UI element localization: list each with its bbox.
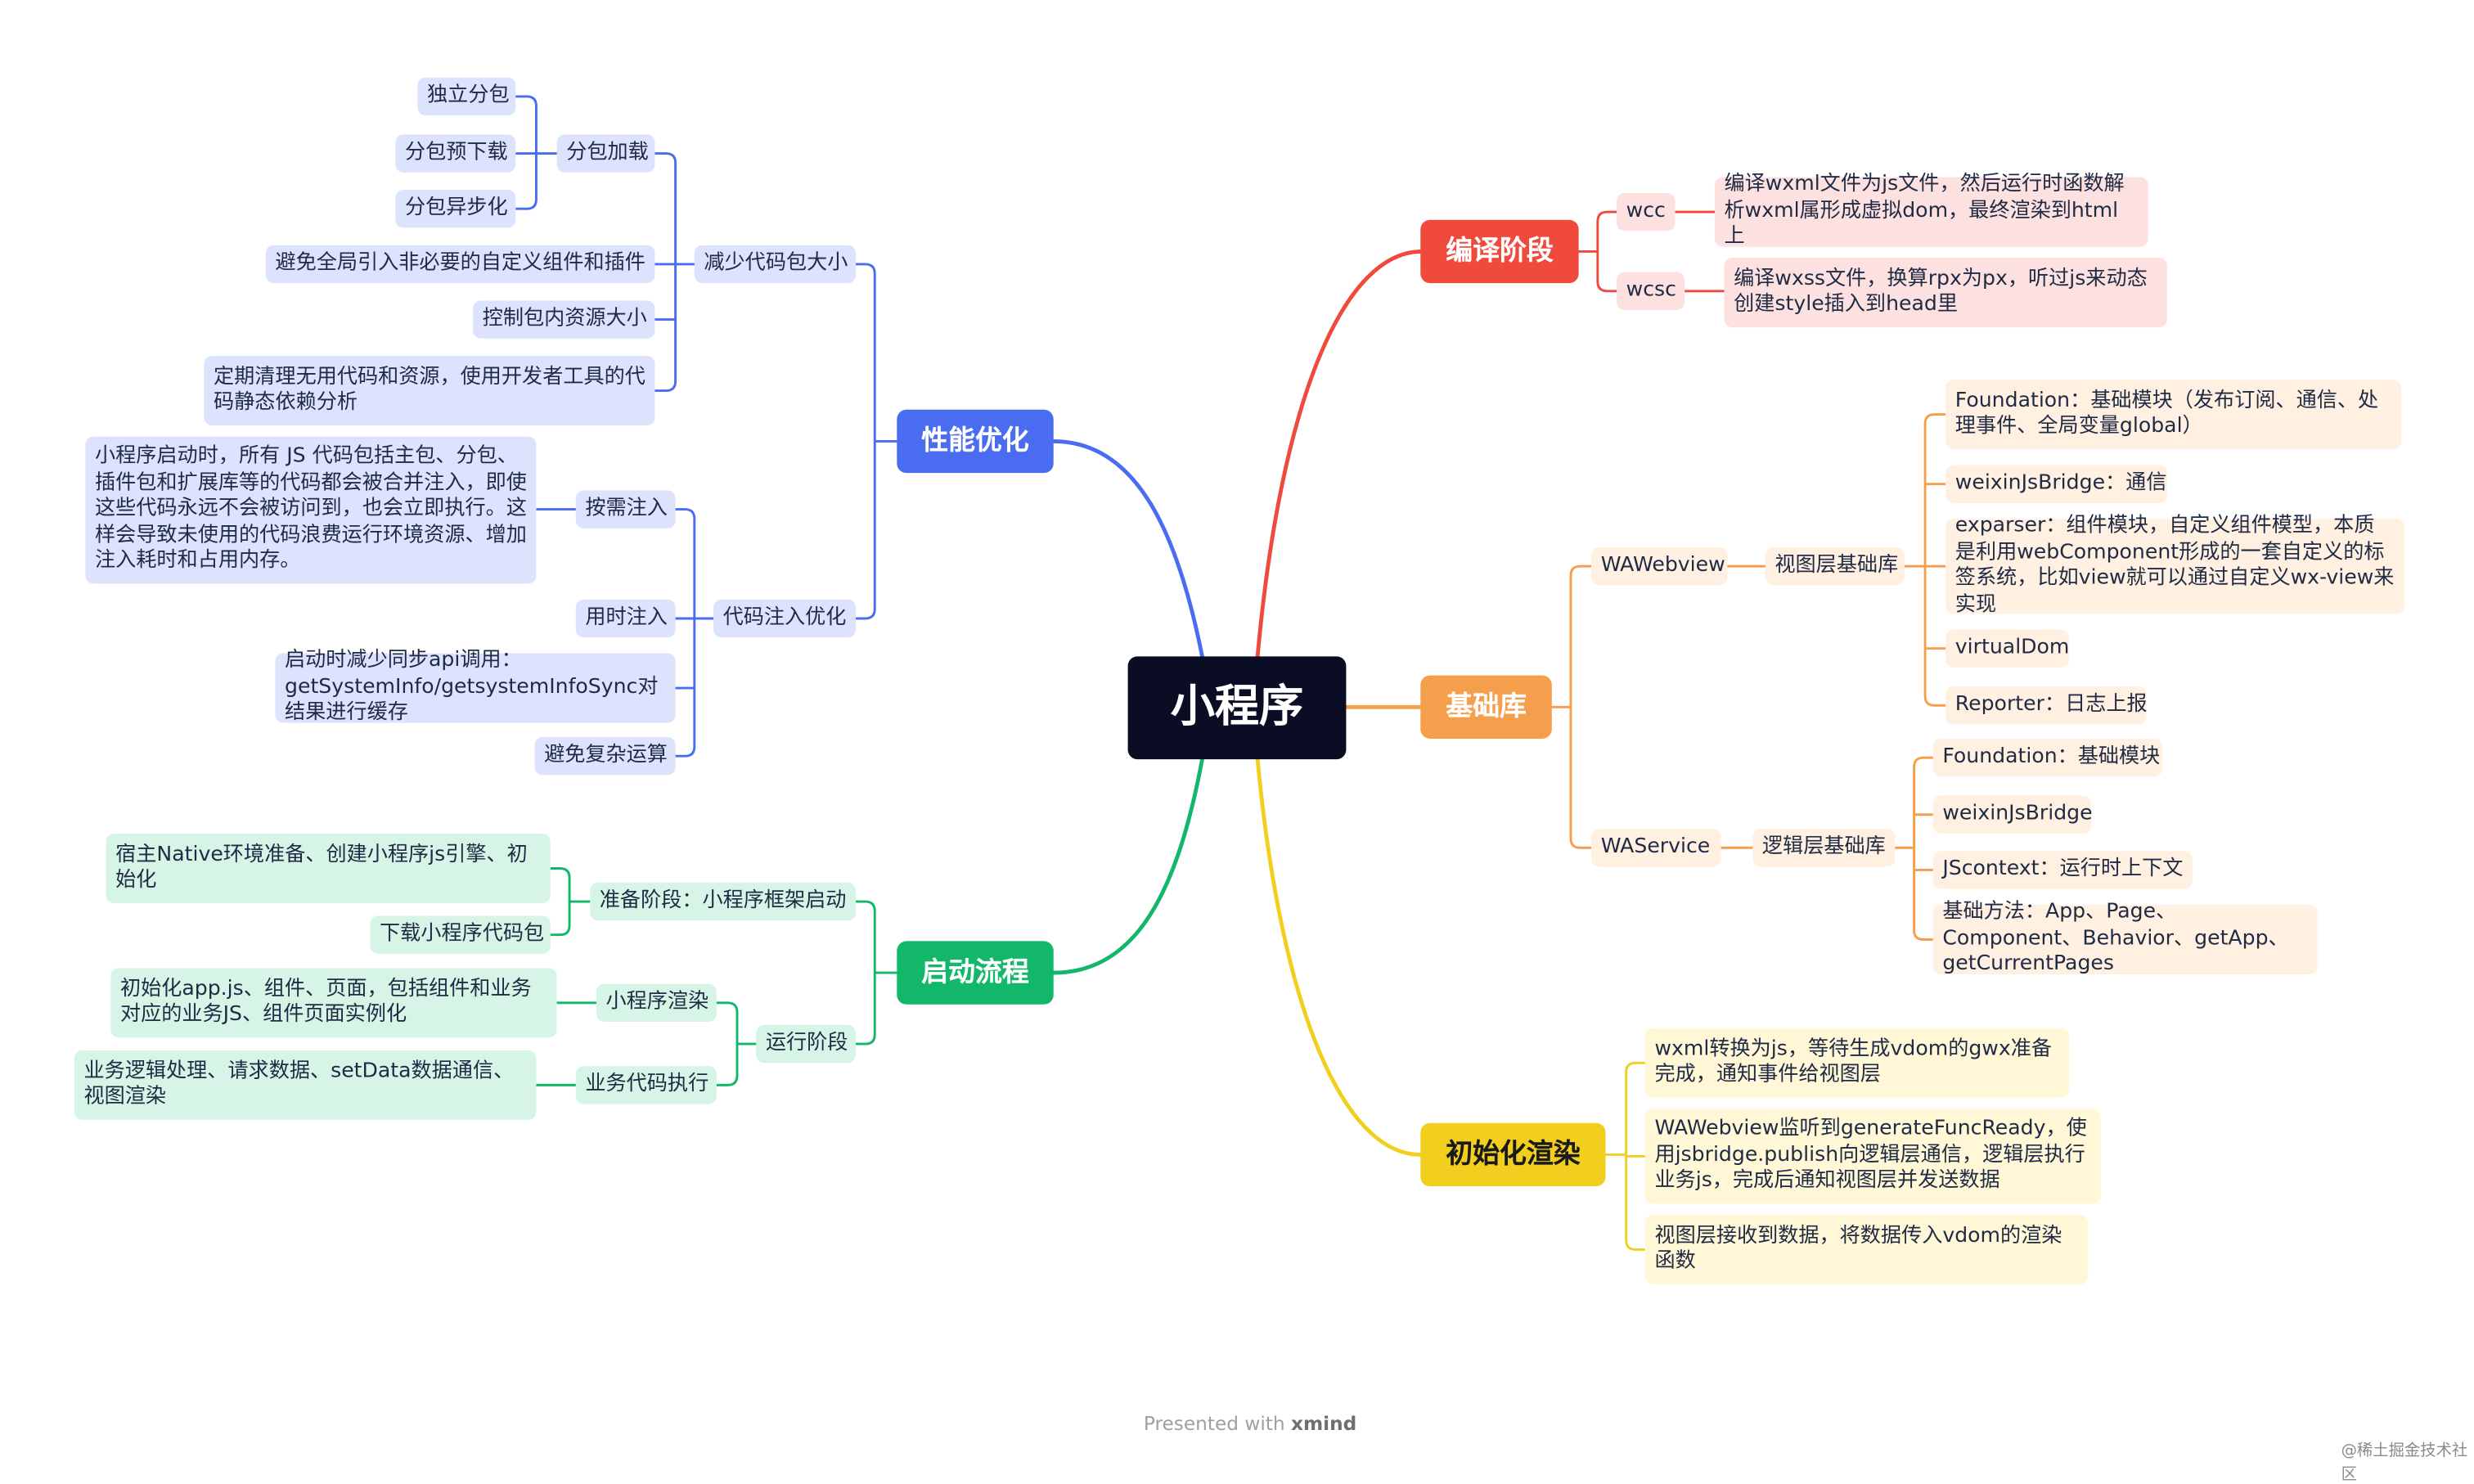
topic-reduce-size[interactable]: 减少代码包大小 [694,245,857,284]
connector-startup [1051,757,1204,975]
topic-inject-optimization[interactable]: 代码注入优化 [713,599,857,638]
topic-reduce-sync-api[interactable]: 启动时减少同步api调用：getSystemInfo/getsystemInfo… [275,649,676,725]
topic-logic-jscontext[interactable]: JScontext：运行时上下文 [1932,851,2193,889]
topic-business-exec[interactable]: 业务代码执行 [575,1066,717,1104]
connector-startup-children [854,900,898,1046]
connector-inject-children [674,508,715,758]
connector-webview-items [1903,413,1947,707]
connector-render-items [1604,1061,1647,1251]
topic-view-reporter[interactable]: Reporter：日志上报 [1945,686,2148,725]
topic-download-package[interactable]: 下载小程序代码包 [370,915,551,954]
topic-run-stage[interactable]: 运行阶段 [756,1024,857,1064]
topic-subpackage[interactable]: 分包加载 [556,134,655,173]
topic-independent-subpkg[interactable]: 独立分包 [417,77,516,116]
connector-render [1255,757,1423,1157]
topic-view-jsbridge[interactable]: weixinJsBridge：通信 [1945,465,2167,503]
footer-presented-with: Presented with xmind [1144,1413,1356,1435]
topic-view-foundation[interactable]: Foundation：基础模块（发布订阅、通信、处理事件、全局变量global） [1945,380,2402,450]
xmind-brand: xmind [1290,1412,1357,1435]
topic-view-base-lib[interactable]: 视图层基础库 [1765,546,1905,586]
branch-base[interactable]: 基础库 [1420,675,1552,739]
topic-view-virtualdom[interactable]: virtualDom [1945,629,2069,668]
topic-avoid-global-components[interactable]: 避免全局引入非必要的自定义组件和插件 [265,245,655,284]
branch-compile[interactable]: 编译阶段 [1420,219,1579,284]
topic-wcc-desc[interactable]: 编译wxml文件为js文件，然后运行时函数解析wxml属形成虚拟dom，最终渲染… [1714,173,2148,249]
connector-prepare-children [549,867,592,937]
topic-lazy-inject[interactable]: 用时注入 [575,599,676,638]
branch-perf[interactable]: 性能优化 [897,409,1054,474]
topic-prepare-native[interactable]: 宿主Native环境准备、创建小程序js引擎、初始化 [106,833,551,904]
topic-prepare-stage[interactable]: 准备阶段：小程序框架启动 [590,882,857,921]
topic-wcc[interactable]: wcc [1617,192,1676,232]
topic-logic-base-lib[interactable]: 逻辑层基础库 [1752,829,1896,867]
connector-reduce-children [654,152,696,393]
topic-on-demand-desc[interactable]: 小程序启动时，所有 JS 代码包括主包、分包、插件包和扩展库等的代码都会被合并注… [85,436,537,584]
topic-business-exec-desc[interactable]: 业务逻辑处理、请求数据、setData数据通信、视图渲染 [74,1050,537,1120]
topic-wcsc[interactable]: wcsc [1617,272,1685,310]
connector-run-children [715,1001,758,1086]
topic-logic-methods[interactable]: 基础方法：App、Page、Component、Behavior、getApp、… [1932,901,2318,976]
connector-perf [1051,439,1204,659]
topic-wawebview[interactable]: WAWebview [1591,546,1728,586]
topic-view-exparser[interactable]: exparser：组件模块，自定义组件模型，本质是利用webComponent形… [1945,514,2404,616]
topic-avoid-complex-compute[interactable]: 避免复杂运算 [534,737,676,776]
topic-subpkg-async[interactable]: 分包异步化 [395,190,516,228]
topic-logic-foundation[interactable]: Foundation：基础模块 [1932,738,2163,777]
branch-startup[interactable]: 启动流程 [897,941,1054,1005]
connector-compile-children [1577,210,1618,293]
connector-base-children [1550,564,1593,849]
topic-wcsc-desc[interactable]: 编译wxss文件，换算rpx为px，听过js来动态创建style插入到head里 [1724,258,2167,328]
topic-waservice[interactable]: WAService [1591,829,1721,867]
footer-prefix: Presented with [1143,1412,1285,1435]
root-topic[interactable]: 小程序 [1127,656,1347,760]
connector-compile [1255,250,1423,659]
topic-cleanup-code[interactable]: 定期清理无用代码和资源，使用开发者工具的代码静态依赖分析 [204,356,655,426]
topic-mp-render-desc[interactable]: 初始化app.js、组件、页面，包括组件和业务对应的业务JS、组件页面实例化 [110,968,557,1038]
branch-init-render[interactable]: 初始化渲染 [1420,1122,1606,1187]
watermark: @稀土掘金技术社区 [2341,1442,2468,1484]
topic-render-step3[interactable]: 视图层接收到数据，将数据传入vdom的渲染函数 [1644,1214,2089,1285]
topic-logic-jsbridge[interactable]: weixinJsBridge [1932,795,2093,834]
topic-control-resource-size[interactable]: 控制包内资源大小 [473,300,655,339]
topic-render-step2[interactable]: WAWebview监听到generateFuncReady，使用jsbridge… [1644,1109,2101,1204]
connector-perf-children [854,263,898,620]
topic-subpkg-preload[interactable]: 分包预下载 [395,134,516,173]
topic-mp-render[interactable]: 小程序渲染 [596,983,717,1023]
connector-service-items [1893,756,1935,941]
connector-subpkg-children [514,95,559,210]
topic-on-demand-inject[interactable]: 按需注入 [575,490,676,528]
topic-render-step1[interactable]: wxml转换为js，等待生成vdom的gwx准备完成，通知事件给视图层 [1644,1028,2070,1098]
